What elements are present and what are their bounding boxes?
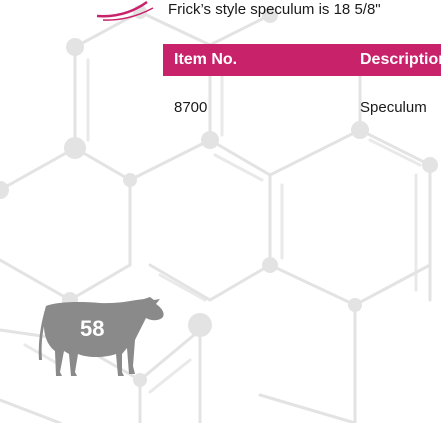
cell-item-no: 8700 <box>174 99 208 116</box>
page-number: 58 <box>80 316 105 341</box>
header-item-no: Item No. <box>174 51 238 68</box>
intro-text: Frick’s style speculum is 18 5/8" <box>168 1 381 18</box>
swoosh-logo-icon <box>96 0 154 21</box>
cow-icon <box>38 297 164 376</box>
cell-description: Speculum <box>360 99 427 116</box>
header-description: Description <box>360 51 441 68</box>
table-header: Item No. Description <box>163 44 441 76</box>
